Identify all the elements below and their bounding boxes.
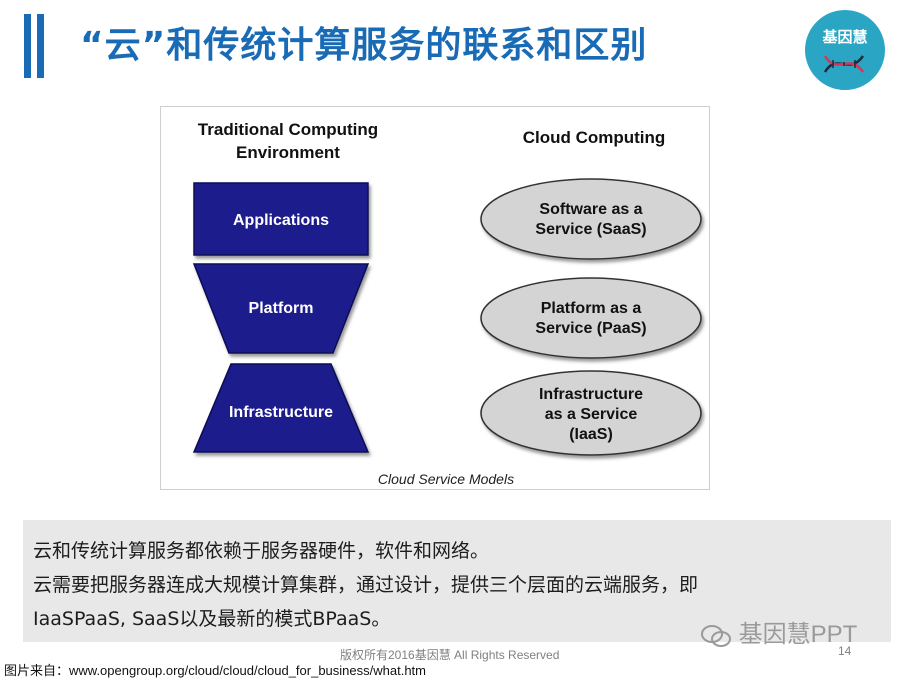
logo: 基因慧 bbox=[805, 10, 885, 90]
explanation-line-2: 云需要把服务器连成大规模计算集群，通过设计，提供三个层面的云端服务，即 bbox=[33, 574, 699, 596]
watermark: 基因慧PPT bbox=[700, 614, 857, 649]
applications-label: Applications bbox=[233, 212, 329, 229]
infrastructure-label: Infrastructure bbox=[229, 404, 333, 421]
platform-label: Platform bbox=[249, 300, 314, 317]
platform-layer bbox=[192, 263, 370, 354]
infrastructure-layer bbox=[192, 363, 370, 453]
explanation-line-3: IaaSPaaS, SaaS以及最新的模式BPaaS。 bbox=[33, 608, 391, 630]
iaas-label-line1: Infrastructure bbox=[539, 386, 643, 403]
explanation-line-1: 云和传统计算服务都依赖于服务器硬件，软件和网络。 bbox=[33, 540, 490, 562]
iaas-oval bbox=[480, 370, 702, 456]
dna-icon bbox=[823, 55, 865, 73]
image-source: 图片来自：www.opengroup.org/cloud/cloud/cloud… bbox=[4, 663, 426, 678]
saas-label-line2: Service (SaaS) bbox=[535, 221, 646, 238]
paas-label-line1: Platform as a bbox=[541, 300, 642, 317]
wechat-icon bbox=[701, 624, 731, 647]
page-number: 14 bbox=[838, 644, 852, 658]
cloud-service-models-figure: Traditional Computing Environment Cloud … bbox=[160, 106, 710, 490]
watermark-text: 基因慧PPT bbox=[738, 621, 858, 648]
title-bar-right bbox=[37, 14, 44, 78]
paas-oval bbox=[480, 277, 702, 359]
slide-title: “云”和传统计算服务的联系和区别 bbox=[80, 25, 648, 66]
traditional-heading-line1: Traditional Computing bbox=[198, 120, 378, 139]
saas-oval bbox=[480, 178, 702, 260]
cloud-heading: Cloud Computing bbox=[523, 128, 666, 147]
traditional-heading-line2: Environment bbox=[236, 143, 340, 162]
paas-label-line2: Service (PaaS) bbox=[535, 320, 646, 337]
applications-layer bbox=[193, 182, 369, 256]
explanation-box: 云和传统计算服务都依赖于服务器硬件，软件和网络。 云需要把服务器连成大规模计算集… bbox=[23, 520, 891, 642]
saas-label-line1: Software as a bbox=[539, 201, 642, 218]
iaas-label-line3: (IaaS) bbox=[569, 426, 613, 443]
copyright-text: 版权所有2016基因慧 All Rights Reserved bbox=[340, 648, 560, 662]
logo-text: 基因慧 bbox=[822, 28, 868, 46]
title-bar-left bbox=[24, 14, 31, 78]
iaas-label-line2: as a Service bbox=[545, 406, 638, 423]
diagram-svg: Traditional Computing Environment Cloud … bbox=[192, 120, 702, 487]
figure-caption: Cloud Service Models bbox=[378, 471, 514, 487]
